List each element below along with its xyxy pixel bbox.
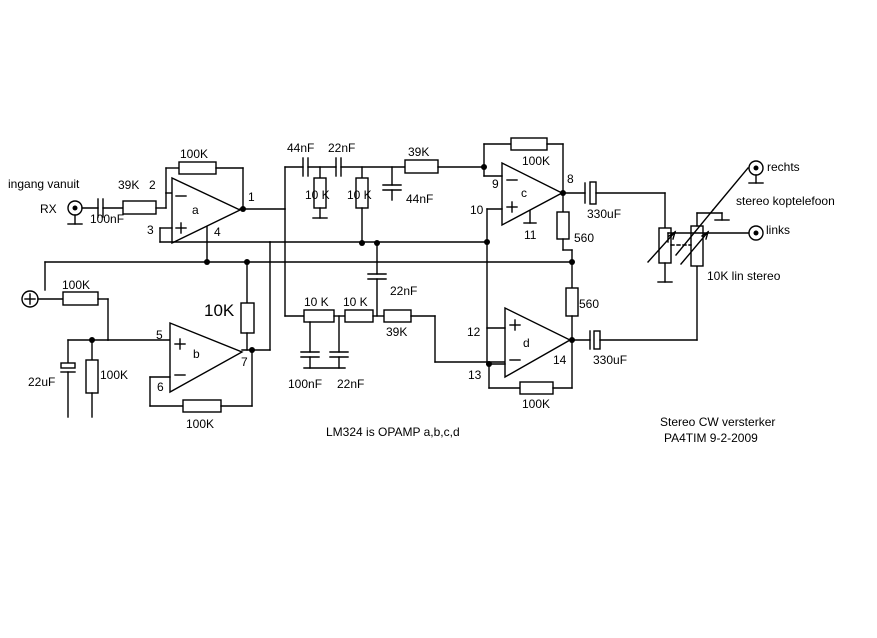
label-10k-bot1: 10 K [304,295,329,309]
label-100k-fb-a: 100K [180,147,208,161]
resistor-100k-feedback-d [519,381,554,395]
label-pin5: 5 [156,328,163,342]
resistor-100k-divider [62,291,99,306]
resistor-10k-bottom-1 [303,309,335,323]
capacitor-22nf-bottom [329,351,349,358]
label-100k-fb-c: 100K [522,154,550,168]
label-lm324: LM324 is OPAMP a,b,c,d [326,425,460,439]
label-stereo: stereo koptelefoon [736,194,835,208]
label-pin7: 7 [241,355,248,369]
capacitor-22uf [60,362,76,373]
stereo-potentiometer [647,212,730,283]
label-opamp-d: d [523,336,530,350]
label-pin11: 11 [524,228,537,242]
label-39k-input: 39K [118,178,139,192]
resistor-10k-bottom-2 [344,309,374,323]
opamp-a [171,176,242,245]
opamp-c [501,161,564,227]
label-100k-fb-b: 100K [186,417,214,431]
label-opamp-c: c [521,186,527,200]
label-pin9: 9 [492,177,499,191]
label-pin2: 2 [149,178,156,192]
capacitor-330uf-top [584,181,597,205]
resistor-100k-feedback-c [510,137,548,151]
label-pin4: 4 [214,225,221,239]
label-100k-fb-d: 100K [522,397,550,411]
label-links: links [766,223,790,237]
label-100k-div: 100K [62,278,90,292]
label-pot: 10K lin stereo [707,269,781,283]
resistor-100k-ground [85,359,99,394]
label-input: ingang vanuit [8,177,80,191]
resistor-100k-feedback-a [178,161,217,175]
label-pin6: 6 [157,380,164,394]
label-10k-bot2: 10 K [343,295,368,309]
input-jack-rx [67,200,83,225]
label-10k-bias: 10K [204,301,235,320]
opamp-b [169,321,244,394]
label-560-bot: 560 [579,297,599,311]
label-330uf-top: 330uF [587,207,621,221]
capacitor-22nf-mid [367,273,387,280]
label-10k-2: 10 K [347,188,372,202]
label-100k-gnd: 100K [100,368,128,382]
label-39k-top: 39K [408,145,429,159]
label-22nf-top: 22nF [328,141,355,155]
label-330uf-bot: 330uF [593,353,627,367]
label-39k-bot: 39K [386,325,407,339]
label-pin10: 10 [470,203,484,217]
headphone-jack-rechts [748,160,764,184]
author: PA4TIM 9-2-2009 [664,431,758,445]
label-rechts: rechts [767,160,800,174]
resistor-100k-feedback-b [182,399,222,413]
label-pin3: 3 [147,223,154,237]
headphone-jack-links [748,225,764,241]
resistor-39k-top [404,159,439,174]
label-44nf-shunt: 44nF [406,192,433,206]
resistor-39k-input [122,200,157,215]
resistor-560-top [556,211,570,240]
label-pin13: 13 [468,368,482,382]
label-pin12: 12 [467,325,481,339]
label-100nf-input: 100nF [90,212,124,226]
label-pin1: 1 [248,190,255,204]
label-560-top: 560 [574,231,594,245]
capacitor-330uf-bottom [589,330,601,350]
capacitor-22nf-top [335,157,342,177]
capacitor-44nf-top [302,157,309,177]
label-22uf: 22uF [28,375,55,389]
label-100nf-bot: 100nF [288,377,322,391]
resistor-10k-bias [240,302,255,334]
label-10k-1: 10 K [305,188,330,202]
label-pin14: 14 [553,353,567,367]
capacitor-44nf-shunt [382,184,402,191]
label-44nf-top: 44nF [287,141,314,155]
resistor-560-bottom [565,287,579,317]
capacitor-100nf-bottom [300,351,320,358]
label-opamp-b: b [193,347,200,361]
supply-terminal-plus [21,290,39,308]
resistor-39k-bottom [383,309,412,323]
label-pin8: 8 [567,172,574,186]
label-22nf-bot: 22nF [337,377,364,391]
title: Stereo CW versterker [660,415,775,429]
label-rx: RX [40,202,57,216]
label-22nf-mid: 22nF [390,284,417,298]
label-opamp-a: a [192,203,199,217]
opamp-d [504,306,572,379]
